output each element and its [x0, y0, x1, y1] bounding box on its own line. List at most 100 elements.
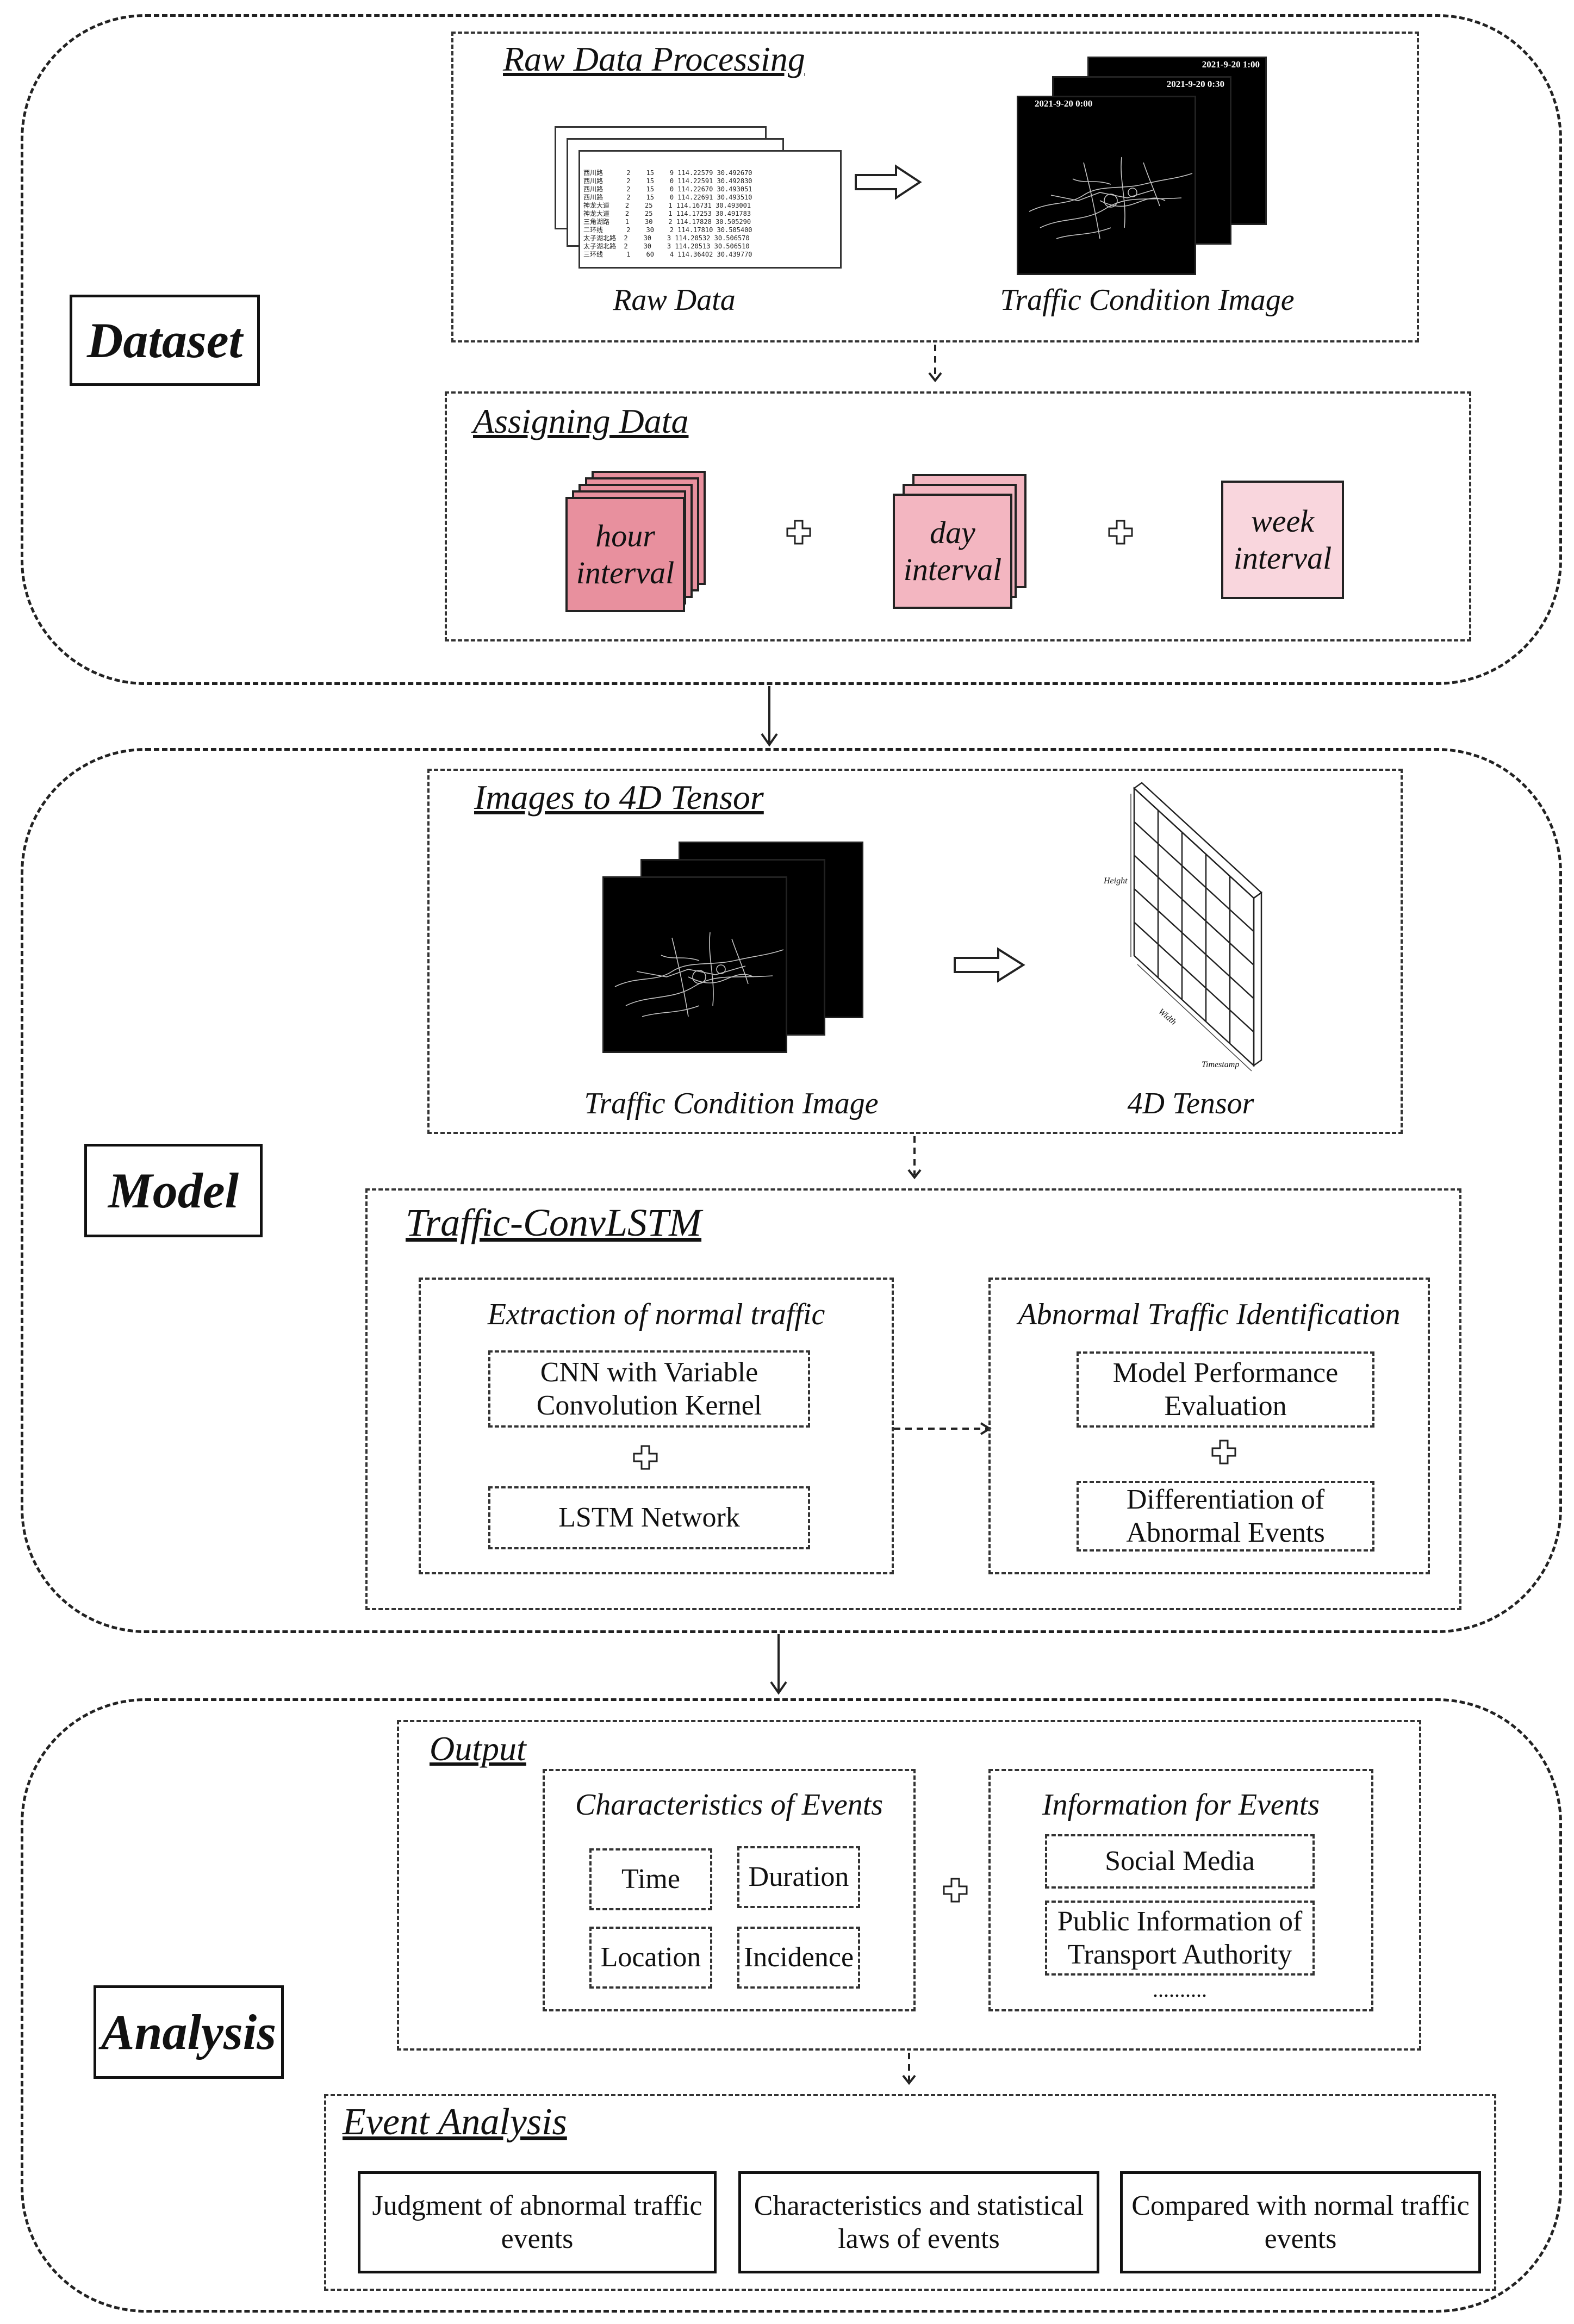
tensor-caption: 4D Tensor: [1127, 1087, 1254, 1120]
output-title: Output: [430, 1729, 526, 1768]
analysis-section: [21, 1698, 1562, 2313]
model-stage-text: Model: [108, 1163, 239, 1218]
characteristics-box: [543, 1769, 916, 2011]
duration-text: Duration: [748, 1861, 849, 1893]
dataset-stage-label: Dataset: [70, 295, 260, 386]
analysis-stage-text: Analysis: [101, 2004, 277, 2060]
raw-data-processing-title: Raw Data Processing: [503, 40, 805, 78]
raw-data-row: 西川路 2 15 0 114.22591 30.492830: [583, 177, 752, 185]
traffic-convlstm-title: Traffic-ConvLSTM: [406, 1201, 702, 1244]
tensor-grid-diagram: [1130, 782, 1262, 1071]
hour-interval-label: hour interval: [565, 497, 685, 612]
model-stage-label: Model: [84, 1144, 263, 1237]
raw-data-row: 三角湖路 1 30 2 114.17828 30.505290: [583, 218, 751, 226]
event-analysis-box: [324, 2094, 1496, 2291]
incidence-box: Incidence: [737, 1927, 860, 1989]
week-interval-text: week interval: [1233, 503, 1332, 576]
plus-icon: [1211, 1440, 1236, 1465]
information-ellipsis: ..........: [1153, 1977, 1207, 2002]
cnn-kernel-text: CNN with Variable Convolution Kernel: [536, 1356, 762, 1421]
model-performance-text: Model Performance Evaluation: [1112, 1357, 1339, 1422]
image-to-tensor-arrow: [954, 947, 1025, 983]
week-interval-label: week interval: [1221, 481, 1344, 599]
hour-interval-text: hour interval: [576, 518, 675, 590]
traffic-image-stack-dataset: 2021-9-20 1:00 2021-9-20 0:30 2021-9-20 …: [1017, 57, 1267, 275]
traffic-image-stack-model: [602, 842, 863, 1054]
road-network-image: [1029, 157, 1193, 239]
information-box: [988, 1769, 1373, 2011]
plus-icon: [1108, 520, 1133, 545]
social-media-box: Social Media: [1045, 1834, 1315, 1889]
tensor-axis-timestamp: Timestamp: [1202, 1060, 1240, 1069]
road-network-image: [614, 932, 784, 1017]
differentiation-box: Differentiation of Abnormal Events: [1077, 1481, 1374, 1552]
characteristics-title: Characteristics of Events: [575, 1788, 884, 1822]
day-interval-label: day interval: [893, 494, 1012, 609]
extraction-title: Extraction of normal traffic: [487, 1298, 825, 1331]
dataset-section: [21, 14, 1562, 685]
differentiation-text: Differentiation of Abnormal Events: [1126, 1484, 1325, 1548]
assigning-data-title: Assigning Data: [473, 402, 689, 440]
plus-icon: [786, 520, 811, 545]
statistical-laws-text: Characteristics and statistical laws of …: [754, 2190, 1084, 2254]
public-info-text: Public Information of Transport Authorit…: [1057, 1905, 1303, 1970]
raw-data-row: 太子湖北路 2 30 3 114.20513 30.506510: [583, 242, 750, 250]
identification-title: Abnormal Traffic Identification: [1018, 1298, 1401, 1331]
time-box: Time: [589, 1848, 712, 1910]
images-to-tensor-title: Images to 4D Tensor: [474, 778, 764, 817]
raw-to-image-arrow: [855, 164, 922, 200]
lstm-network-text: LSTM Network: [558, 1502, 740, 1534]
compared-normal-box: Compared with normal traffic events: [1120, 2171, 1481, 2273]
day-interval-text: day interval: [903, 514, 1002, 587]
raw-data-row: 三环线 1 60 4 114.36402 30.439770: [583, 251, 752, 258]
hour-interval-stack: hour interval: [565, 471, 707, 612]
location-text: Location: [600, 1942, 701, 1973]
raw-data-row: 西川路 2 15 9 114.22579 30.492670: [583, 169, 752, 177]
public-info-box: Public Information of Transport Authorit…: [1045, 1901, 1315, 1976]
timestamp-label: 2021-9-20 0:00: [1035, 98, 1093, 109]
tensor-to-convlstm-arrow: [907, 1136, 922, 1180]
lstm-network-box: LSTM Network: [488, 1486, 810, 1549]
cnn-kernel-box: CNN with Variable Convolution Kernel: [488, 1350, 810, 1428]
output-box: [397, 1720, 1421, 2051]
location-box: Location: [589, 1927, 712, 1989]
plus-icon: [943, 1878, 968, 1903]
judgment-box: Judgment of abnormal traffic events: [358, 2171, 717, 2273]
social-media-text: Social Media: [1105, 1846, 1255, 1877]
raw-data-row: 太子湖北路 2 30 3 114.20532 30.506570: [583, 234, 750, 242]
raw-data-row: 西川路 2 15 0 114.22691 30.493510: [583, 194, 752, 201]
output-to-event-analysis-arrow: [902, 2053, 916, 2085]
traffic-image-caption-model: Traffic Condition Image: [584, 1087, 879, 1120]
day-interval-stack: day interval: [893, 474, 1034, 610]
timestamp-label: 2021-9-20 0:30: [1166, 79, 1224, 89]
model-to-analysis-arrow: [770, 1634, 787, 1695]
raw-data-processing-box: [451, 32, 1419, 342]
statistical-laws-box: Characteristics and statistical laws of …: [738, 2171, 1099, 2273]
analysis-stage-label: Analysis: [94, 1985, 284, 2079]
raw-data-row: 二环线 2 30 2 114.17810 30.505400: [583, 226, 752, 234]
model-performance-box: Model Performance Evaluation: [1077, 1351, 1374, 1428]
dataset-to-model-arrow: [761, 686, 778, 747]
dataset-stage-text: Dataset: [86, 313, 243, 368]
incidence-text: Incidence: [743, 1942, 854, 1973]
time-text: Time: [621, 1864, 680, 1895]
tensor-axis-height: Height: [1104, 876, 1128, 886]
information-title: Information for Events: [1042, 1788, 1320, 1822]
traffic-convlstm-box: [365, 1188, 1461, 1610]
images-to-tensor-box: [427, 769, 1403, 1134]
dataset-inner-arrow: [928, 345, 942, 383]
duration-box: Duration: [737, 1846, 860, 1908]
assigning-data-box: [445, 391, 1471, 641]
identification-box: [988, 1278, 1430, 1574]
extraction-box: [419, 1278, 894, 1574]
traffic-frame-3: [602, 876, 787, 1053]
model-section: [21, 748, 1562, 1633]
raw-data-row: 西川路 2 15 0 114.22670 30.493051: [583, 185, 752, 193]
compared-normal-text: Compared with normal traffic events: [1131, 2190, 1470, 2254]
raw-data-row: 神龙大道 2 25 1 114.17253 30.491783: [583, 210, 751, 217]
traffic-image-caption-dataset: Traffic Condition Image: [1000, 283, 1295, 317]
extraction-to-identification-arrow: [894, 1422, 992, 1435]
